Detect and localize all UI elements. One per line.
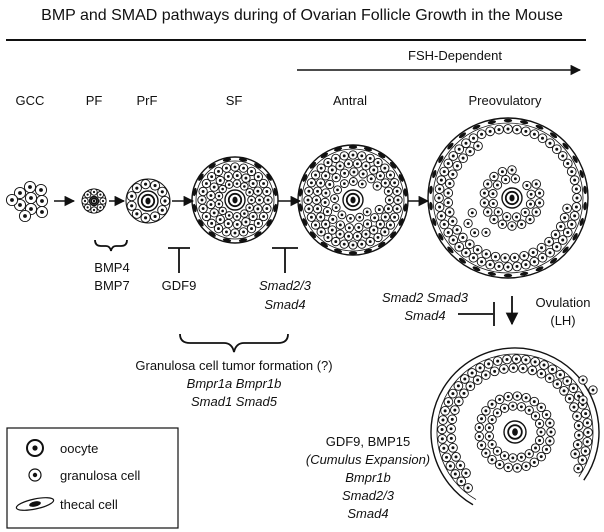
gdf9-label: GDF9	[162, 278, 197, 293]
follicle-pf	[81, 188, 107, 214]
page-title: BMP and SMAD pathways during of Ovarian …	[41, 7, 563, 24]
stage-label-pf: PF	[86, 93, 103, 108]
legend-label-granulosa: granulosa cell	[60, 468, 140, 483]
smad4-preov-label: Smad4	[404, 308, 445, 323]
smad23-sf-label: Smad2/3	[259, 278, 312, 293]
tumor-brace	[179, 333, 289, 353]
ovulated-gdf9-bmp15: GDF9, BMP15	[326, 434, 411, 449]
follicle-preovulatory	[427, 117, 589, 279]
ovulated-cumulus-expansion: (Cumulus Expansion)	[306, 452, 430, 467]
follicle-prf	[125, 178, 171, 224]
stage-label-sf: SF	[226, 93, 243, 108]
bmp4-label: BMP4	[94, 260, 129, 275]
stage-label-prf: PrF	[137, 93, 158, 108]
stage-label-gcc: GCC	[16, 93, 45, 108]
ovulation-label: Ovulation	[536, 295, 591, 310]
stage-label-antral: Antral	[333, 93, 367, 108]
follicle-antral	[297, 144, 409, 256]
bmp7-label: BMP7	[94, 278, 129, 293]
lh-label: (LH)	[550, 313, 575, 328]
ovulated-smad4: Smad4	[347, 506, 388, 521]
legend: oocyte granulosa cell thecal cell	[6, 427, 179, 529]
smad2-smad3-label: Smad2 Smad3	[382, 290, 469, 305]
oocyte-icon	[26, 439, 44, 457]
stage-label-preovulatory: Preovulatory	[469, 93, 542, 108]
follicle-ovulated	[430, 347, 600, 506]
legend-label-oocyte: oocyte	[60, 441, 98, 456]
thecal-cell-icon	[15, 497, 55, 511]
follicle-gcc	[5, 180, 49, 223]
follicle-sf	[191, 156, 279, 244]
granulosa-cell-icon	[28, 468, 42, 482]
legend-label-thecal: thecal cell	[60, 497, 118, 512]
ovulated-bmpr1b: Bmpr1b	[345, 470, 391, 485]
smad4-sf-label: Smad4	[264, 297, 305, 312]
fsh-label: FSH-Dependent	[408, 48, 502, 63]
ovulated-smad23: Smad2/3	[342, 488, 395, 503]
bmp-brace	[94, 239, 128, 252]
tumor-title: Granulosa cell tumor formation (?)	[135, 358, 332, 373]
tumor-genes-smad: Smad1 Smad5	[191, 394, 278, 409]
tumor-genes-bmpr: Bmpr1a Bmpr1b	[187, 376, 282, 391]
